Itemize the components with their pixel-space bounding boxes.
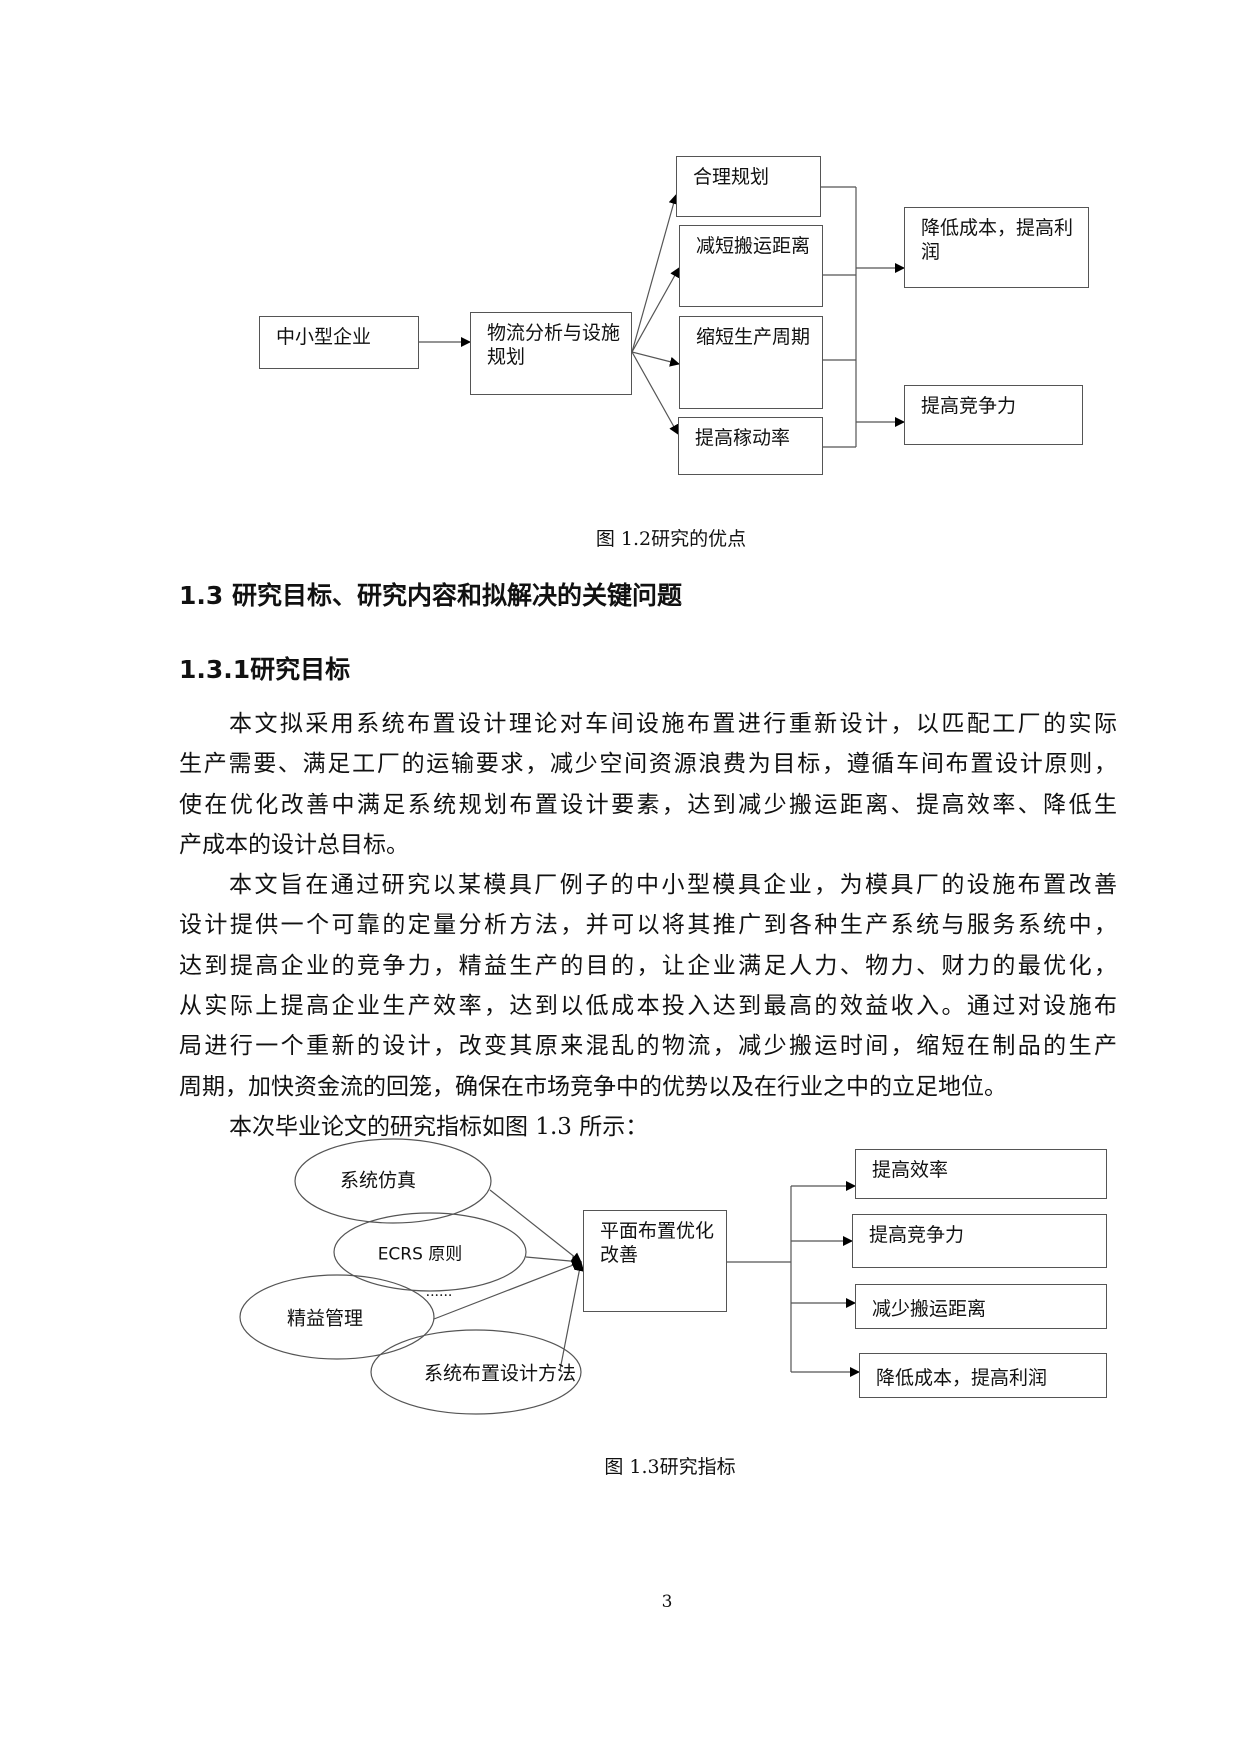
paragraph-line: 本文旨在通过研究以某模具厂例子的中小型模具企业，为模具厂的设施布置改善 xyxy=(229,872,1117,899)
box-outcome-efficiency: 提高效率 xyxy=(855,1149,1107,1199)
paragraph-line: 生产需要、满足工厂的运输要求，减少空间资源浪费为目标，遵循车间布置设计原则， xyxy=(179,751,1117,778)
oval-ecrs xyxy=(333,1212,527,1292)
paragraph-line: 产成本的设计总目标。 xyxy=(179,831,409,858)
box-competitiveness: 提高竞争力 xyxy=(904,385,1083,445)
box-sme: 中小型企业 xyxy=(259,316,419,369)
ellipsis-text: ...... xyxy=(425,1284,453,1300)
paragraph-line: 使在优化改善中满足系统规划布置设计要素，达到减少搬运距离、提高效率、降低生 xyxy=(179,791,1117,818)
box-layout-optimization: 平面布置优化改善 xyxy=(583,1210,727,1312)
figure-1-3-caption: 图 1.3研究指标 xyxy=(604,1456,736,1478)
paragraph-line: 设计提供一个可靠的定量分析方法，并可以将其推广到各种生产系统与服务系统中， xyxy=(179,912,1117,939)
figure-1-2-caption: 图 1.2研究的优点 xyxy=(595,528,747,550)
paragraph-line: 周期，加快资金流的回笼，确保在市场竞争中的优势以及在行业之中的立足地位。 xyxy=(179,1073,1007,1100)
section-heading: 1.3 研究目标、研究内容和拟解决的关键问题 xyxy=(179,581,682,610)
box-utilization: 提高稼动率 xyxy=(678,417,823,475)
oval-label-slp: 系统布置设计方法 xyxy=(423,1362,577,1385)
arrow-to-utilization xyxy=(631,351,679,435)
box-outcome-cost: 降低成本，提高利润 xyxy=(859,1353,1107,1398)
arrow-to-plan xyxy=(631,194,679,353)
paragraph-1: 本文拟采用系统布置设计理论对车间设施布置进行重新设计，以匹配工厂的实际 生产需要… xyxy=(179,704,1117,1147)
box-logistics: 物流分析与设施规划 xyxy=(470,312,632,395)
oval-slp xyxy=(370,1329,582,1415)
arrow-to-distance xyxy=(631,267,680,353)
subsection-heading: 1.3.1研究目标 xyxy=(179,655,351,684)
box-distance: 减短搬运距离 xyxy=(679,225,823,307)
paragraph-line: 局进行一个重新的设计，改变其原来混乱的物流，减少搬运时间，缩短在制品的生产 xyxy=(179,1033,1117,1060)
paragraph-line: 本文拟采用系统布置设计理论对车间设施布置进行重新设计，以匹配工厂的实际 xyxy=(229,711,1117,737)
oval-label-ecrs: ECRS 原则 xyxy=(377,1244,463,1265)
oval-label-lean: 精益管理 xyxy=(286,1307,364,1330)
oval-lean xyxy=(239,1274,435,1360)
box-cost: 降低成本，提高利润 xyxy=(904,207,1089,288)
page-number: 3 xyxy=(661,1592,673,1612)
paragraph-line: 达到提高企业的竞争力，精益生产的目的，让企业满足人力、物力、财力的最优化， xyxy=(179,952,1117,979)
box-plan: 合理规划 xyxy=(676,156,821,217)
paragraph-line: 本次毕业论文的研究指标如图 1.3 所示： xyxy=(229,1113,649,1140)
box-outcome-competitiveness: 提高竞争力 xyxy=(852,1214,1107,1268)
oval-label-simulation: 系统仿真 xyxy=(339,1169,417,1192)
paragraph-line: 从实际上提高企业生产效率，达到以低成本投入达到最高的效益收入。通过对设施布 xyxy=(179,993,1117,1020)
box-cycle: 缩短生产周期 xyxy=(679,316,823,409)
oval-simulation xyxy=(294,1138,492,1224)
box-outcome-distance: 减少搬运距离 xyxy=(855,1284,1107,1329)
arrow-to-cycle xyxy=(631,351,680,367)
